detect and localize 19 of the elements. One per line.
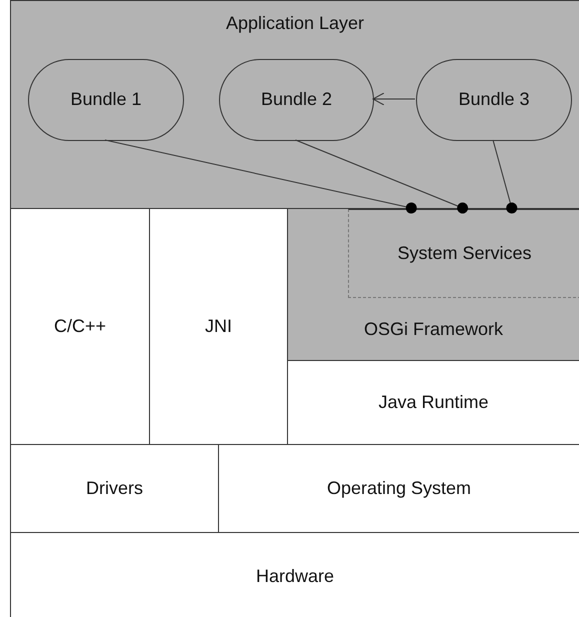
layer-label: Java Runtime <box>378 392 489 412</box>
layer-band <box>10 0 579 209</box>
connector-line <box>104 140 417 214</box>
layer-label: System Services <box>397 242 532 262</box>
layer-label: Bundle 1 <box>70 89 142 109</box>
services-box <box>348 209 579 298</box>
connector-line <box>492 140 518 214</box>
layer-label: Bundle 2 <box>260 89 332 109</box>
framework-box <box>287 208 579 361</box>
layer-label: Application Layer <box>226 13 364 33</box>
layer-label: Hardware <box>256 566 334 586</box>
layer-label: Drivers <box>86 478 143 498</box>
layer-label: Operating System <box>326 478 472 498</box>
layer-label: C/C++ <box>54 316 106 336</box>
connector-line <box>295 140 468 214</box>
layer-label: JNI <box>205 316 232 336</box>
layer-label: OSGi Framework <box>364 319 504 339</box>
arrow <box>372 92 416 106</box>
layer-label: Bundle 3 <box>458 89 530 109</box>
